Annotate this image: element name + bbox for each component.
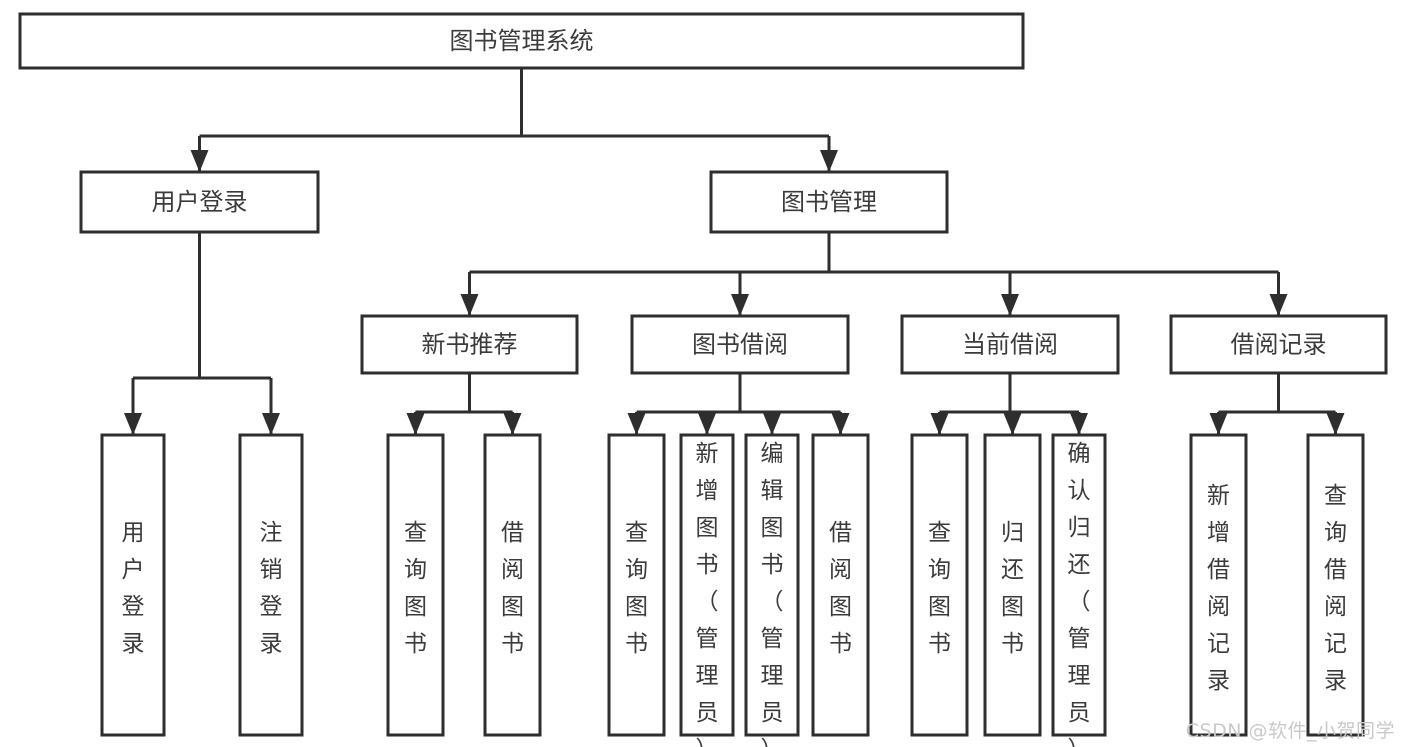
- flow-node-leaf-5[interactable]: 新增图书（管理员）: [679, 433, 735, 747]
- node-box: [483, 433, 542, 737]
- arrow-head-icon: [503, 413, 522, 435]
- node-box: [1306, 433, 1365, 737]
- arrow-head-icon: [1001, 294, 1019, 316]
- node-label: 归还图书: [1001, 520, 1024, 657]
- flow-node-leaf-1[interactable]: 注销登录: [238, 433, 304, 737]
- flow-node-leaf-8[interactable]: 查询图书: [910, 433, 969, 737]
- node-label: 图书借阅: [692, 331, 788, 359]
- arrow-head-icon: [262, 413, 280, 435]
- arrow-head-icon: [731, 294, 749, 316]
- arrow-head-icon: [1269, 294, 1288, 316]
- arrow-head-icon: [406, 413, 425, 435]
- node-label: 编辑图书（管理员）: [761, 441, 784, 747]
- node-label: 新增图书（管理员）: [696, 441, 719, 747]
- node-label: 图书管理: [781, 188, 877, 216]
- arrow-head-icon: [460, 294, 479, 316]
- arrow-head-icon: [930, 413, 949, 435]
- arrow-head-icon: [1003, 413, 1022, 435]
- node-label: 查询借阅记录: [1324, 483, 1347, 694]
- node-box: [910, 433, 969, 737]
- node-box: [744, 433, 800, 737]
- node-box: [900, 314, 1120, 375]
- arrow-head-icon: [698, 413, 716, 435]
- watermark-text: CSDN @软件_小贺同学: [1185, 720, 1395, 742]
- flow-node-leaf-7[interactable]: 借阅图书: [811, 433, 870, 737]
- flow-node-leaf-11[interactable]: 新增借阅记录: [1189, 433, 1248, 737]
- flow-node-leaf-3[interactable]: 借阅图书: [483, 433, 542, 737]
- node-box: [238, 433, 304, 737]
- flow-node-l3-2[interactable]: 当前借阅: [900, 314, 1120, 375]
- arrow-head-icon: [190, 150, 209, 172]
- node-box: [679, 433, 735, 737]
- node-box: [630, 314, 850, 375]
- flow-node-l3-0[interactable]: 新书推荐: [360, 314, 579, 375]
- flow-node-leaf-6[interactable]: 编辑图书（管理员）: [744, 433, 800, 747]
- flow-node-l2-1[interactable]: 图书管理: [709, 170, 949, 234]
- arrow-head-icon: [1326, 413, 1345, 435]
- flow-node-root-0[interactable]: 图书管理系统: [18, 12, 1025, 70]
- node-box: [1051, 433, 1107, 737]
- node-box: [811, 433, 870, 737]
- flow-node-leaf-12[interactable]: 查询借阅记录: [1306, 433, 1365, 737]
- flow-node-leaf-4[interactable]: 查询图书: [607, 433, 666, 737]
- flow-node-leaf-10[interactable]: 确认归还（管理员）: [1051, 433, 1107, 747]
- node-label: 确认归还（管理员）: [1068, 441, 1091, 747]
- flow-node-leaf-9[interactable]: 归还图书: [983, 433, 1042, 737]
- arrow-head-icon: [820, 150, 838, 172]
- node-label: 查询图书: [928, 520, 951, 657]
- arrow-head-icon: [1209, 413, 1228, 435]
- node-label: 借阅记录: [1231, 331, 1327, 359]
- node-box: [607, 433, 666, 737]
- node-label: 当前借阅: [962, 331, 1058, 359]
- node-box: [100, 433, 166, 737]
- arrow-head-icon: [124, 413, 142, 435]
- nodes-layer: 图书管理系统用户登录图书管理新书推荐图书借阅当前借阅借阅记录用户登录注销登录查询…: [18, 12, 1388, 747]
- node-label: 新书推荐: [422, 331, 518, 359]
- node-label: 借阅图书: [501, 520, 524, 657]
- arrow-head-icon: [1070, 413, 1088, 435]
- flow-node-leaf-2[interactable]: 查询图书: [386, 433, 445, 737]
- node-label: 新增借阅记录: [1207, 483, 1230, 694]
- node-box: [1189, 433, 1248, 737]
- arrow-head-icon: [831, 413, 850, 435]
- node-label: 查询图书: [625, 520, 648, 657]
- node-label: 借阅图书: [829, 520, 852, 657]
- node-box: [983, 433, 1042, 737]
- node-box: [386, 433, 445, 737]
- node-box: [18, 12, 1025, 70]
- node-label: 用户登录: [122, 520, 145, 657]
- arrow-head-icon: [627, 413, 646, 435]
- arrow-head-icon: [763, 413, 781, 435]
- node-box: [79, 170, 320, 234]
- flow-node-l3-3[interactable]: 借阅记录: [1169, 314, 1388, 375]
- node-label: 用户登录: [152, 188, 248, 216]
- node-label: 查询图书: [404, 520, 427, 657]
- node-box: [360, 314, 579, 375]
- node-label: 注销登录: [260, 520, 283, 657]
- node-box: [709, 170, 949, 234]
- flow-node-l2-0[interactable]: 用户登录: [79, 170, 320, 234]
- edges-layer: [124, 68, 1345, 435]
- node-label: 图书管理系统: [450, 27, 594, 55]
- flow-node-l3-1[interactable]: 图书借阅: [630, 314, 850, 375]
- flow-node-leaf-0[interactable]: 用户登录: [100, 433, 166, 737]
- node-box: [1169, 314, 1388, 375]
